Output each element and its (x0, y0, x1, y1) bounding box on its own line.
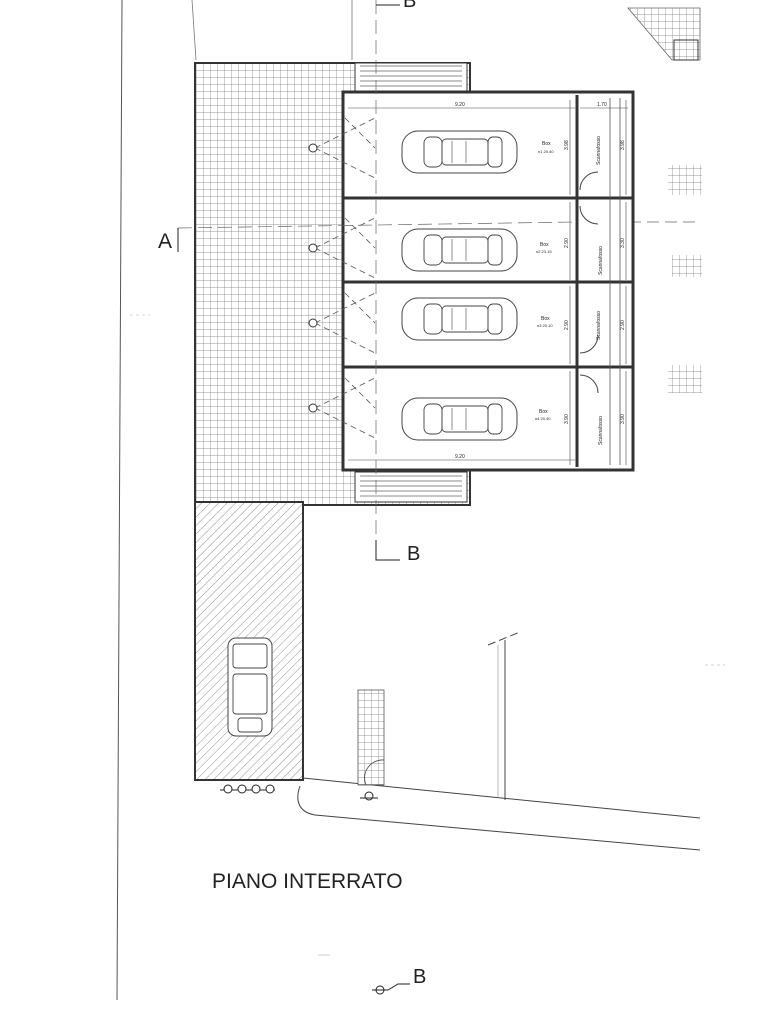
dim-scannafosso-1: 3.98 (620, 140, 626, 150)
stair-bottom (354, 471, 468, 503)
dim-bay-1: 3.98 (564, 140, 570, 150)
scannafosso-label-2: Scannafosso (598, 246, 604, 275)
box-3-tag: n3 20.10 (537, 323, 553, 328)
box-4-label: Box (539, 409, 548, 415)
scannafosso-label-4: Scannafosso (598, 416, 604, 445)
door-swings (579, 171, 599, 394)
top-boundary-left (191, 0, 197, 61)
stair-top (354, 62, 468, 92)
section-marker-a: A (158, 230, 172, 253)
dim-side-width: 1.70 (597, 102, 607, 108)
dim-bay-4: 3.90 (564, 414, 570, 424)
car-box-1 (401, 130, 518, 174)
dim-scannafosso-3: 2.90 (620, 320, 626, 330)
dim-bay-2: 2.90 (564, 238, 570, 248)
scannafosso-walls (609, 98, 621, 465)
car-box-4 (401, 397, 518, 441)
small-grid-strip (357, 689, 385, 786)
dim-top-length: 9.20 (455, 102, 465, 108)
bay-walls (343, 95, 633, 467)
section-marker-b-mid: B (407, 543, 420, 565)
section-marker-b-top: B (403, 0, 416, 12)
box-4-tag: n4 20.40 (535, 416, 551, 421)
car-box-2 (401, 228, 518, 272)
margin-marks (130, 314, 725, 956)
section-line-a: A (158, 221, 576, 253)
box-3-label: Box (541, 316, 550, 322)
entry-door-swings (314, 117, 376, 439)
entry-arrows (220, 784, 378, 801)
section-marker-bottom: B (372, 966, 426, 995)
scannafosso-label-1: Scannafosso (596, 136, 602, 165)
section-marker-b-bottom: B (413, 966, 426, 988)
box-2-label: Box (540, 242, 549, 248)
car-box-3 (401, 297, 518, 341)
dim-bay-3: 2.90 (564, 320, 570, 330)
entry-markers (308, 143, 318, 413)
dimension-lines (348, 100, 628, 465)
box-1-tag: n1 20.40 (538, 149, 554, 154)
left-margin-line (116, 0, 123, 1001)
dim-bottom-length: 9.20 (455, 454, 465, 460)
dim-scannafosso-4: 3.90 (620, 414, 626, 424)
section-line-b: B B (375, 0, 420, 565)
dim-scannafosso-2: 3.30 (620, 238, 626, 248)
scannafosso-label-3: Scannafosso (596, 311, 602, 340)
box-labels: Box n1 20.40 Box n2 23.15 Box n3 20.10 B… (535, 141, 554, 421)
box-1-label: Box (542, 141, 551, 147)
box-2-tag: n2 23.15 (536, 249, 552, 254)
ramp-car (227, 637, 273, 737)
scannafosso-labels: Scannafosso Scannafosso Scannafosso Scan… (596, 136, 604, 445)
drawing-title: PIANO INTERRATO (212, 870, 403, 893)
